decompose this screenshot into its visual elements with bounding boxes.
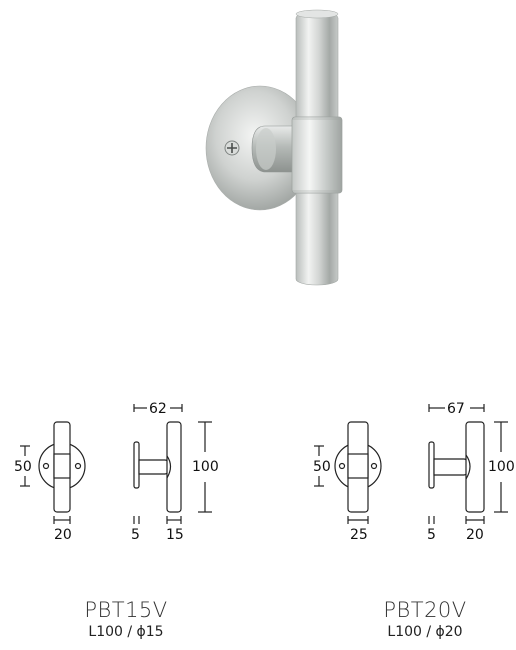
model-spec: L100 / ϕ20	[387, 624, 463, 640]
model-caption-pbt15v: PBT15V L100 / ϕ15	[26, 598, 226, 642]
pbt20v-projection-label: 67	[447, 401, 465, 417]
pbt15v-grip-diameter-label: 15	[166, 527, 184, 543]
pbt15v-projection-label: 62	[149, 401, 167, 417]
technical-drawings: 50 20 62 100 5 15	[14, 401, 515, 543]
pbt20v-rose-thickness-label: 5	[427, 527, 436, 543]
pbt20v-length-label: 100	[488, 459, 515, 475]
model-spec: L100 / ϕ15	[88, 624, 164, 640]
pbt15v-length-label: 100	[192, 459, 219, 475]
pbt15v-rose-thickness-label: 5	[131, 527, 140, 543]
pbt20v-grip-diameter-label: 20	[466, 527, 484, 543]
model-caption-pbt20v: PBT20V L100 / ϕ20	[325, 598, 516, 642]
pbt15v-front-view: 50 20	[14, 421, 86, 543]
model-name: PBT20V	[383, 598, 467, 622]
pbt20v-lever-width-label: 25	[350, 527, 368, 543]
pbt20v-rose-height-label: 50	[313, 459, 331, 475]
pbt15v-lever-width-label: 20	[54, 527, 72, 543]
pbt20v-side-view: 67 100 5 20	[427, 401, 515, 543]
pbt15v-side-view: 62 100 5 15	[131, 401, 219, 543]
pbt15v-rose-height-label: 50	[14, 459, 32, 475]
pbt20v-front-view: 50 25	[313, 421, 382, 543]
product-photo	[205, 9, 343, 286]
model-name: PBT15V	[84, 598, 168, 622]
handle-collar	[291, 116, 343, 194]
